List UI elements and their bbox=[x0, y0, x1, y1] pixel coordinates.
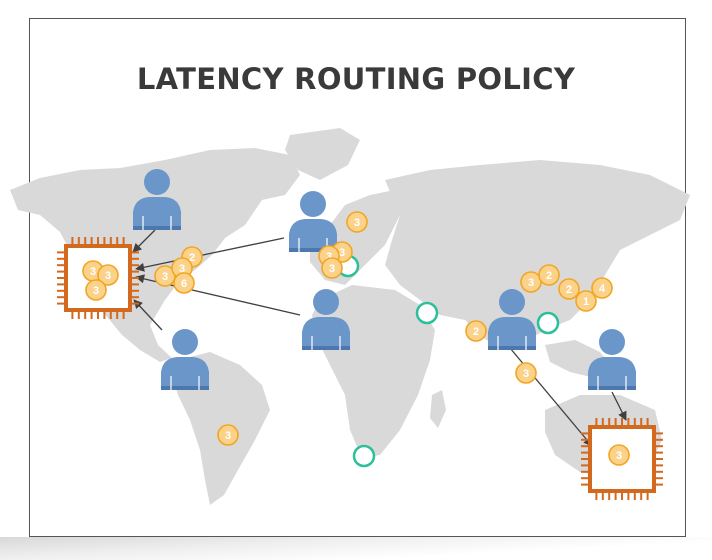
svg-text:3: 3 bbox=[326, 251, 332, 263]
svg-text:3: 3 bbox=[616, 450, 622, 462]
user-asia-icon bbox=[488, 289, 536, 350]
svg-text:3: 3 bbox=[225, 430, 231, 442]
latency-badge: 2 bbox=[465, 320, 487, 342]
arrow-user-aus-to-server bbox=[611, 391, 627, 421]
page-title: LATENCY ROUTING POLICY bbox=[136, 62, 576, 96]
svg-text:2: 2 bbox=[473, 326, 479, 338]
latency-badge: 3 bbox=[97, 264, 119, 286]
user-europe-icon bbox=[289, 191, 337, 252]
latency-badge: 1 bbox=[575, 290, 597, 312]
latency-badge: 3 bbox=[346, 211, 368, 233]
svg-text:3: 3 bbox=[93, 285, 99, 297]
asia bbox=[385, 160, 690, 350]
svg-text:3: 3 bbox=[329, 263, 335, 275]
bottom-shadow bbox=[0, 537, 712, 560]
latency-badge: 3 bbox=[608, 444, 630, 466]
svg-text:3: 3 bbox=[354, 217, 360, 229]
latency-badge: 6 bbox=[173, 272, 195, 294]
svg-text:3: 3 bbox=[162, 271, 168, 283]
user-australia-icon bbox=[588, 329, 636, 390]
user-africa-icon bbox=[302, 289, 350, 350]
arrow-user-sa-to-server bbox=[133, 299, 163, 331]
latency-badge: 2 bbox=[558, 278, 580, 300]
latency-badge: 3 bbox=[520, 271, 542, 293]
latency-badge: 3 bbox=[515, 362, 537, 384]
svg-text:3: 3 bbox=[179, 263, 185, 275]
greenland bbox=[285, 128, 360, 180]
svg-text:1: 1 bbox=[583, 296, 589, 308]
user-north-america-icon bbox=[133, 169, 181, 230]
svg-text:3: 3 bbox=[90, 266, 96, 278]
latency-badge: 4 bbox=[591, 277, 613, 299]
svg-text:3: 3 bbox=[523, 368, 529, 380]
svg-text:2: 2 bbox=[566, 284, 572, 296]
edge-location-ring bbox=[415, 301, 439, 325]
edge-location-ring bbox=[536, 311, 560, 335]
svg-text:2: 2 bbox=[546, 270, 552, 282]
latency-badge: 3 bbox=[85, 279, 107, 301]
arrow-user-na-to-server bbox=[132, 229, 156, 253]
edge-locations bbox=[336, 254, 560, 468]
svg-text:2: 2 bbox=[189, 252, 195, 264]
madagascar bbox=[430, 390, 446, 428]
svg-text:3: 3 bbox=[105, 270, 111, 282]
svg-text:3: 3 bbox=[528, 277, 534, 289]
user-south-america-icon bbox=[161, 329, 209, 390]
svg-text:6: 6 bbox=[181, 278, 187, 290]
latency-badge: 3 bbox=[217, 424, 239, 446]
svg-text:3: 3 bbox=[339, 247, 345, 259]
north-america bbox=[10, 148, 300, 362]
edge-location-ring bbox=[352, 444, 376, 468]
svg-text:4: 4 bbox=[599, 283, 606, 295]
server-australia-chip-icon: 3 bbox=[581, 418, 663, 500]
arrow-user-eu-to-server bbox=[135, 237, 285, 272]
latency-badge: 3 bbox=[321, 257, 343, 279]
users bbox=[133, 169, 636, 390]
latency-badge: 2 bbox=[538, 264, 560, 286]
